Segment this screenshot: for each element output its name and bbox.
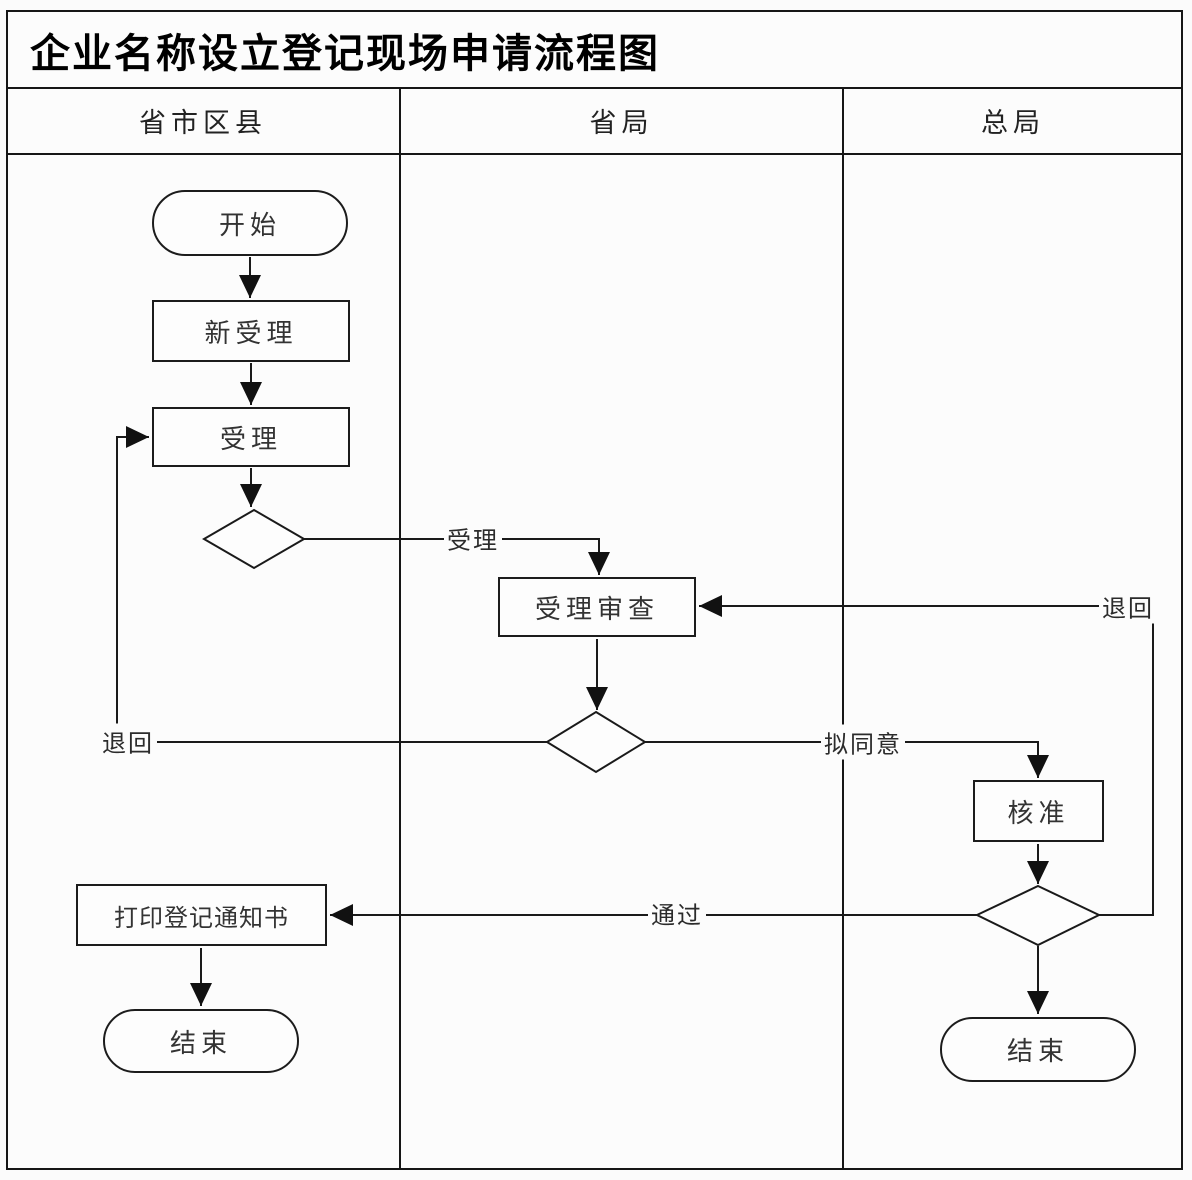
edge-label-return-to-review: 退回 [1099, 588, 1157, 624]
end-node-left: 结束 [103, 1009, 299, 1073]
page-title: 企业名称设立登记现场申请流程图 [30, 30, 660, 76]
lane-header-provincial-bureau: 省局 [589, 107, 654, 138]
edge-label-pre-agree: 拟同意 [821, 724, 905, 760]
edge-label-return-to-accept: 退回 [99, 723, 157, 759]
lane-header-province-city: 省市区县 [139, 107, 267, 138]
new-accept-node: 新受理 [152, 300, 350, 362]
print-notice-node: 打印登记通知书 [76, 884, 327, 946]
lane-divider-1 [399, 87, 401, 1168]
lane-header-general-bureau: 总局 [981, 107, 1045, 138]
title-band: 企业名称设立登记现场申请流程图 [6, 10, 1183, 89]
accept-review-node: 受理审查 [498, 577, 696, 637]
end-node-right: 结束 [940, 1017, 1136, 1082]
edge-label-accept: 受理 [444, 520, 502, 556]
start-node: 开始 [152, 190, 348, 256]
accept-node: 受理 [152, 407, 350, 467]
lane-header-row: 省市区县 省局 总局 [6, 87, 1183, 155]
approve-node: 核准 [973, 780, 1104, 842]
edge-label-pass: 通过 [648, 895, 706, 931]
lane-divider-2 [842, 87, 844, 1168]
